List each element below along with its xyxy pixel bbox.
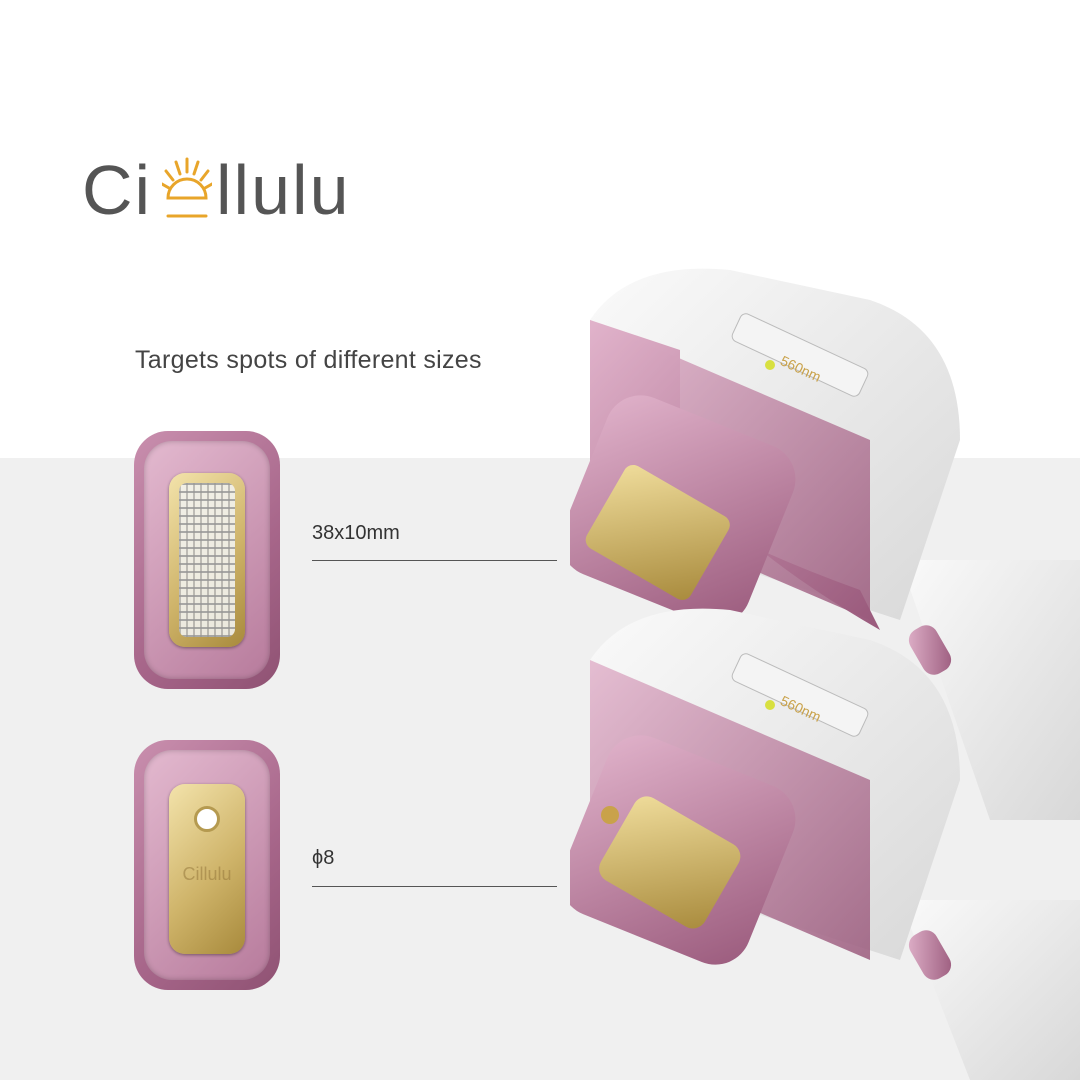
rectangular-tip-image (134, 431, 280, 689)
handpiece-top: 560nm (570, 268, 1080, 820)
divider-line (312, 886, 557, 887)
brand-logo: Ci llulu (82, 150, 349, 230)
emboss-brand: Cillulu (182, 864, 232, 884)
logo-suffix: llulu (216, 151, 351, 229)
handpiece-images: 560nm 560nm (570, 268, 1080, 1080)
handpiece-bottom: 560nm (570, 608, 1080, 1080)
spot-size-label-rectangular: 38x10mm (312, 522, 400, 544)
aperture (194, 806, 220, 832)
spot-size-label-round: ϕ8 (312, 847, 335, 869)
logo-prefix: Ci (82, 151, 153, 229)
divider-line (312, 560, 557, 561)
round-tip-image: Cillulu (134, 740, 280, 990)
headline: Targets spots of different sizes (135, 346, 482, 374)
sun-icon (162, 157, 212, 218)
